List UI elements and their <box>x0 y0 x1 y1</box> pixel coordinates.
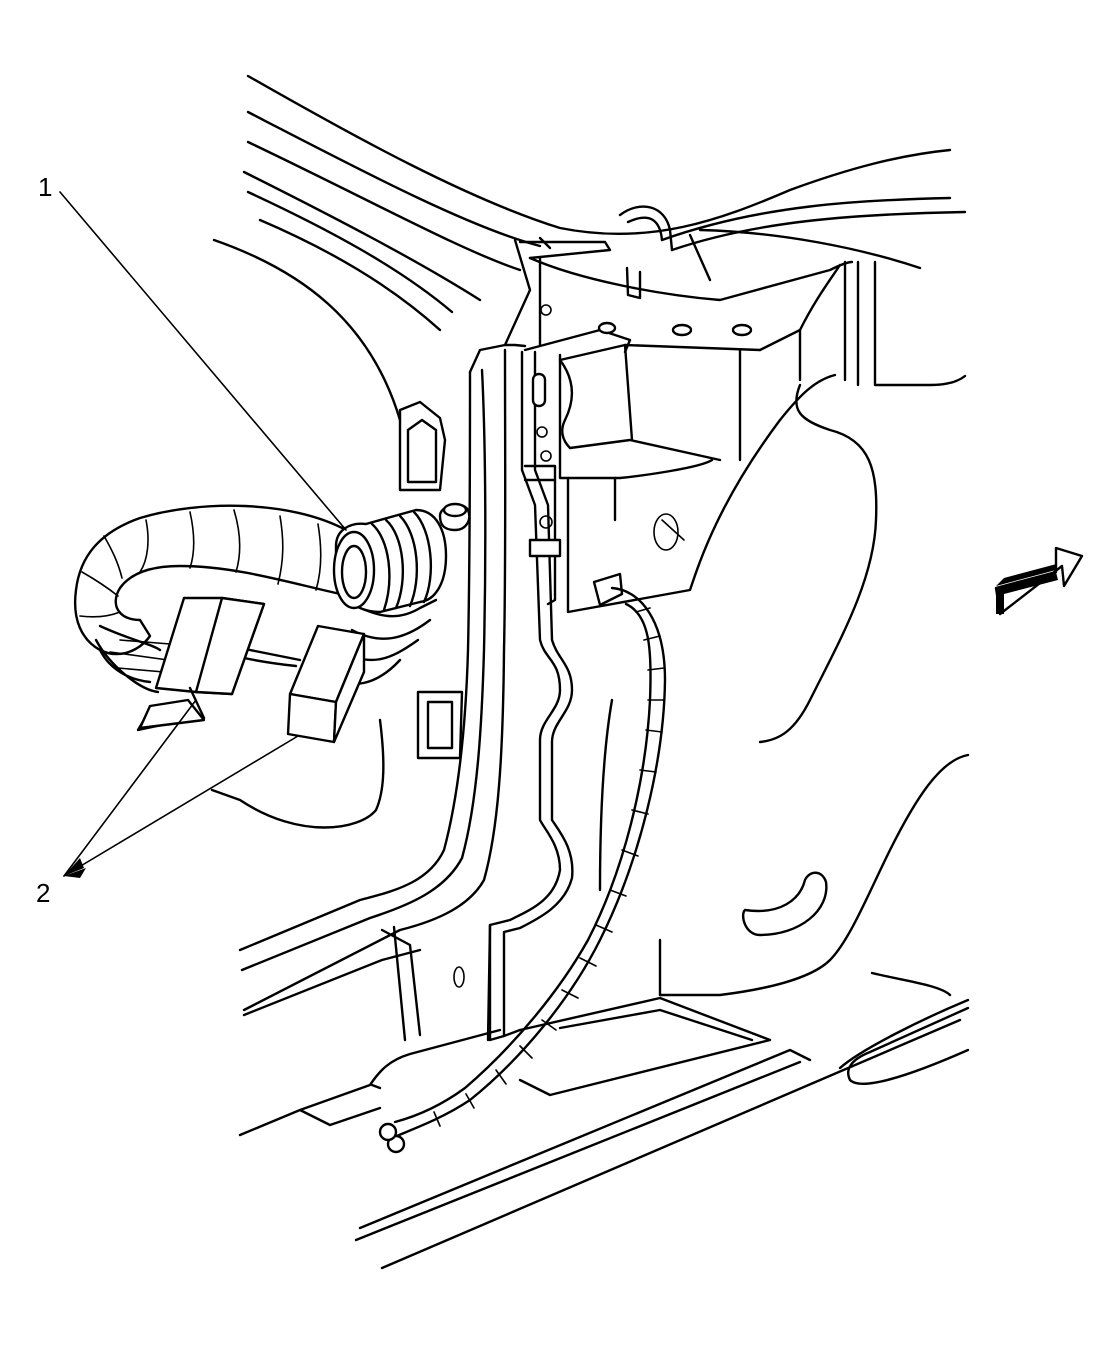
kick-panel <box>210 400 471 829</box>
callout-2-arrowhead-b <box>64 868 86 878</box>
connector-b <box>286 624 366 744</box>
roof-rail <box>212 74 952 422</box>
wiring-harness <box>73 504 448 744</box>
callout-2-leader-b <box>63 735 299 877</box>
hinge-pillar <box>238 236 854 1042</box>
callout-1-label: 1 <box>38 172 53 202</box>
roof-channel <box>618 196 967 387</box>
rocker-sill <box>238 925 970 1270</box>
callout-2-arrowhead-a <box>64 858 84 876</box>
dash-bracket <box>558 263 842 614</box>
callout-leaders <box>59 191 347 878</box>
callout-1-leader <box>59 191 347 531</box>
callout-2-leader-a <box>63 699 197 877</box>
grommet <box>332 508 448 614</box>
connector-a <box>136 596 266 732</box>
forward-arrow-icon <box>994 546 1084 616</box>
pillar-harness <box>378 572 667 1154</box>
body-side-panel <box>598 383 970 997</box>
callout-2-label: 2 <box>36 878 51 908</box>
